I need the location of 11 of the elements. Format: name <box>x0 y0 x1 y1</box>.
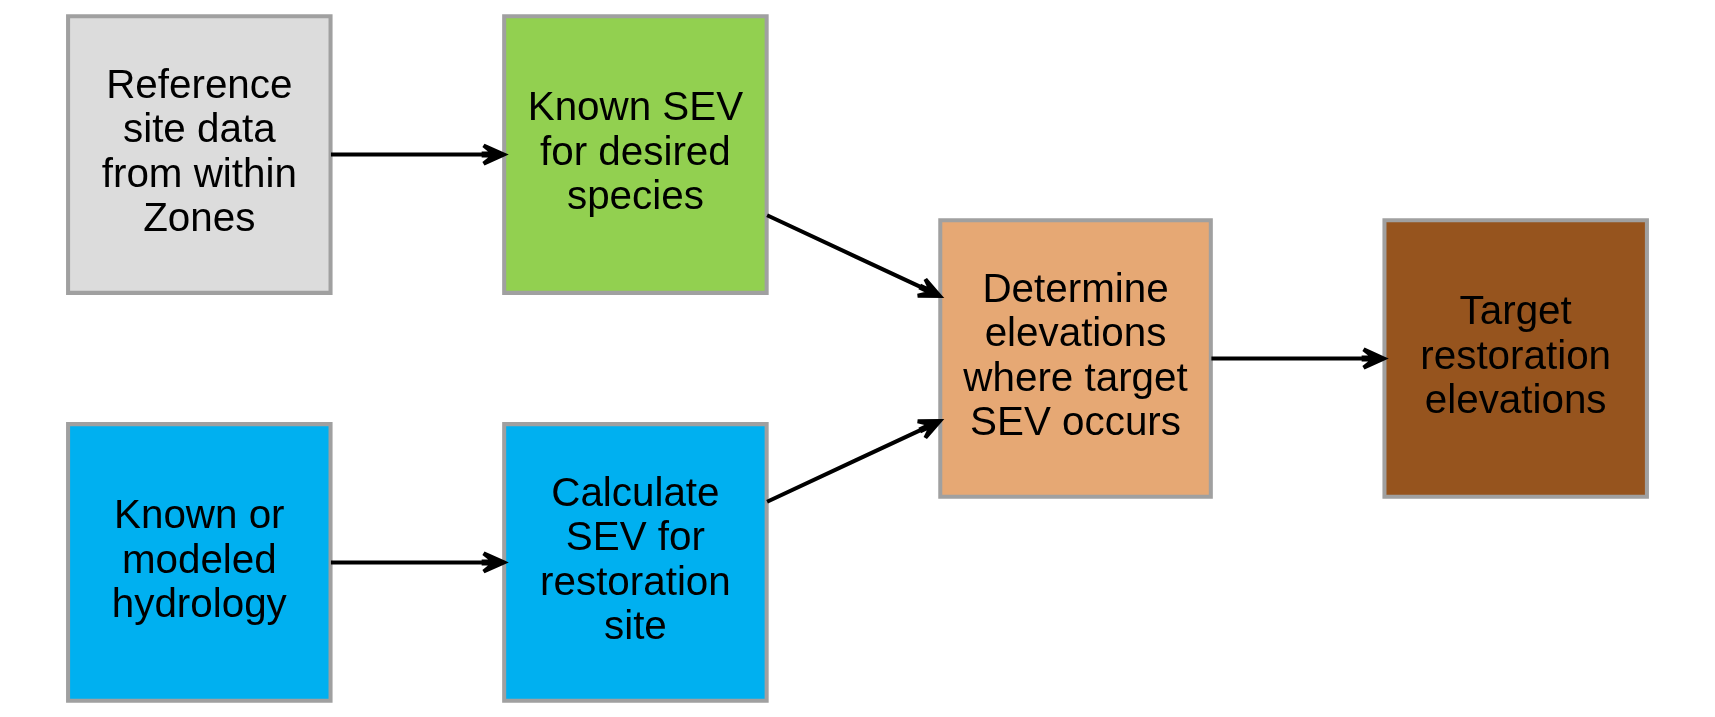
arrow <box>766 419 942 504</box>
node-box: Calculate SEV for restoration site <box>502 422 769 703</box>
arrow <box>330 143 506 166</box>
node-box: Known or modeled hydrology <box>66 422 333 703</box>
arrow <box>1211 347 1386 370</box>
arrow <box>330 551 506 574</box>
node-box: Target restoration elevations <box>1382 218 1649 499</box>
node-box: Known SEV for desired species <box>502 14 769 295</box>
node-box: Reference site data from within Zones <box>66 14 333 295</box>
arrow <box>766 213 942 298</box>
node-box: Determine elevations where target SEV occurs <box>938 218 1213 499</box>
